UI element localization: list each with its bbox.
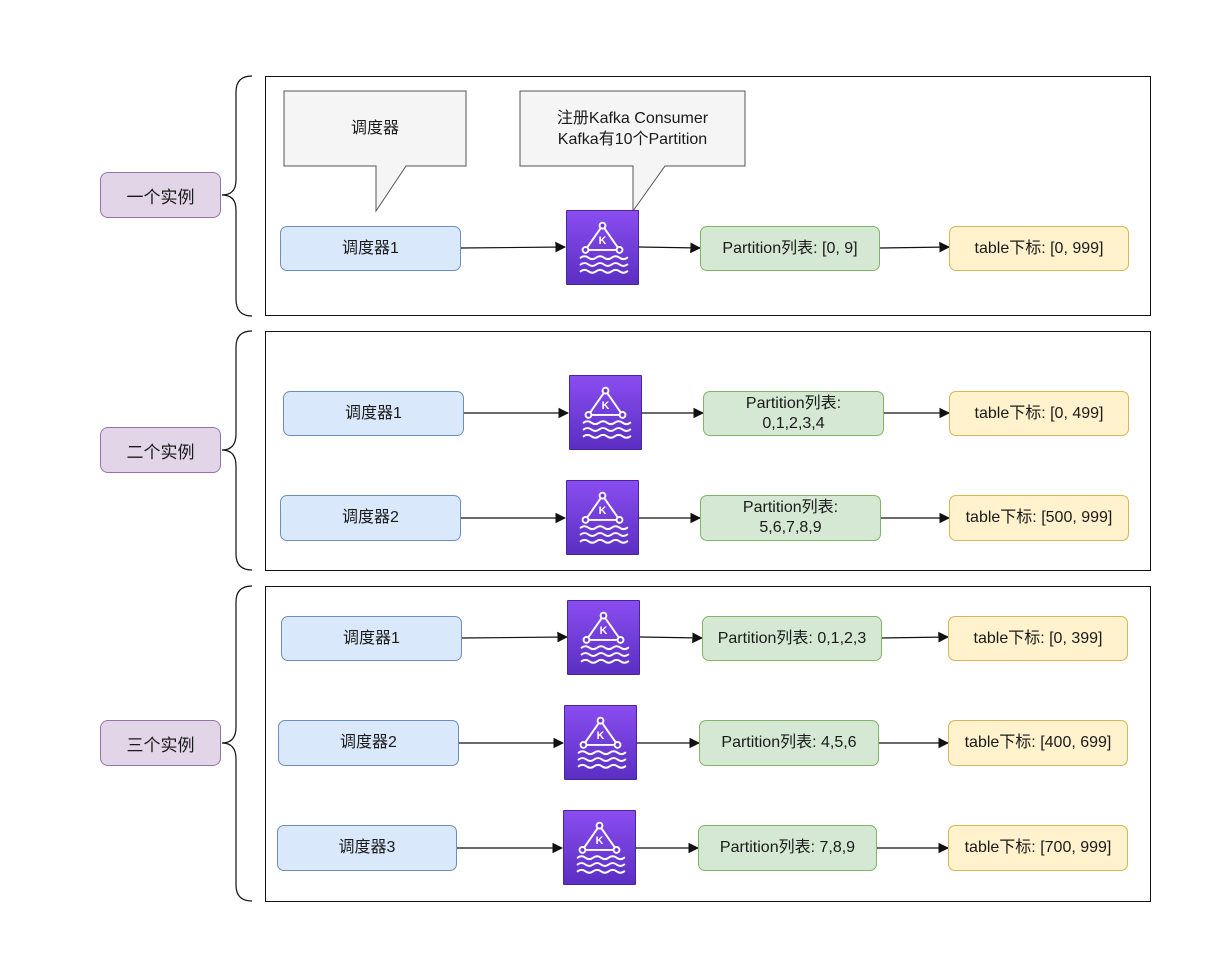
- partition-node: Partition列表: 7,8,9: [698, 825, 877, 871]
- scheduler-node: 调度器3: [277, 825, 457, 871]
- scheduler-node: 调度器1: [280, 226, 461, 271]
- flow-arrow: [881, 631, 950, 643]
- consumer-callout-bubble: [519, 90, 746, 213]
- svg-text:K: K: [596, 835, 604, 847]
- group-brace: [221, 75, 253, 317]
- table-index-node: table下标: [700, 999]: [948, 825, 1128, 871]
- flow-arrow: [461, 631, 569, 643]
- kafka-stream-icon: K: [564, 705, 637, 780]
- partition-node: Partition列表: 0,1,2,3: [702, 616, 882, 661]
- scheduler-node: 调度器2: [278, 720, 459, 766]
- flow-arrow: [638, 242, 702, 254]
- partition-node: Partition列表: [0, 9]: [700, 226, 880, 271]
- table-index-node: table下标: [0, 399]: [948, 616, 1128, 661]
- kafka-stream-icon: K: [563, 810, 636, 885]
- kafka-stream-icon: K: [569, 375, 642, 450]
- kafka-stream-icon: K: [566, 210, 639, 285]
- group-brace: [221, 585, 253, 902]
- scheduler-node: 调度器1: [283, 391, 464, 436]
- table-index-node: table下标: [400, 699]: [948, 720, 1128, 766]
- partition-node: Partition列表: 0,1,2,3,4: [703, 391, 884, 436]
- partition-node: Partition列表: 4,5,6: [699, 720, 879, 766]
- svg-text:K: K: [597, 730, 605, 742]
- table-index-node: table下标: [500, 999]: [949, 495, 1129, 541]
- consumer-callout-text: 注册Kafka Consumer Kafka有10个Partition: [556, 109, 709, 148]
- kafka-stream-icon: K: [567, 600, 640, 675]
- group-brace: [221, 330, 253, 571]
- group-label-three-instances: 三个实例: [100, 720, 221, 766]
- kafka-stream-icon: K: [566, 480, 639, 555]
- scheduler-callout-bubble: [283, 90, 467, 213]
- flow-arrow: [460, 241, 567, 253]
- svg-text:K: K: [599, 235, 607, 247]
- svg-text:K: K: [599, 505, 607, 517]
- svg-text:K: K: [600, 625, 608, 637]
- table-index-node: table下标: [0, 499]: [949, 391, 1129, 436]
- svg-text:K: K: [602, 400, 610, 412]
- table-index-node: table下标: [0, 999]: [949, 226, 1129, 271]
- partition-node: Partition列表: 5,6,7,8,9: [700, 495, 881, 541]
- flow-arrow: [639, 632, 704, 644]
- panel-one-instance: [265, 76, 1151, 316]
- group-label-one-instance: 一个实例: [100, 172, 221, 218]
- scheduler-callout-text: 调度器: [350, 120, 399, 137]
- panel-two-instances: [265, 331, 1151, 571]
- flow-arrow: [879, 241, 951, 253]
- scheduler-node: 调度器2: [280, 495, 461, 541]
- group-label-two-instances: 二个实例: [100, 427, 221, 473]
- panel-three-instances: [265, 586, 1151, 902]
- scheduler-node: 调度器1: [281, 616, 462, 661]
